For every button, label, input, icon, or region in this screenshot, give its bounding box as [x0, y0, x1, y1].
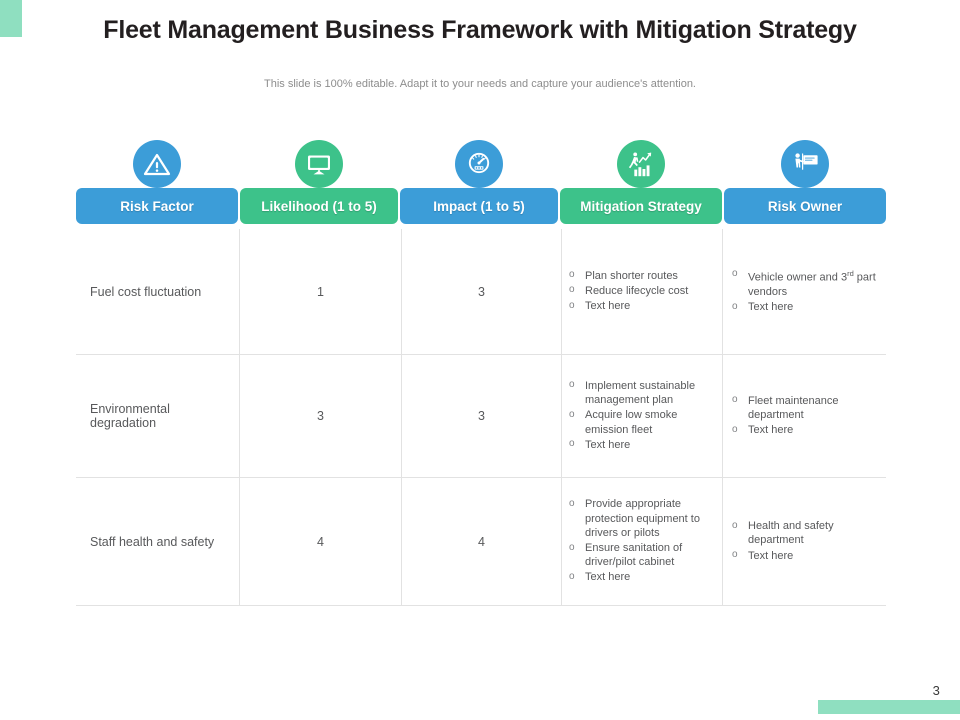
risk-owner-bullet-list: Fleet maintenance departmentText here	[731, 394, 876, 439]
cell-mitigation-strategy: Provide appropriate protection equipment…	[561, 478, 722, 605]
bullet-item: Reduce lifecycle cost	[568, 284, 688, 298]
column-header-label: Risk Owner	[768, 199, 842, 214]
cell-impact: 3	[401, 355, 561, 477]
bullet-item: Implement sustainable management plan	[568, 379, 712, 407]
bullet-item: Text here	[731, 549, 876, 563]
cell-mitigation-strategy: Implement sustainable management planAcq…	[561, 355, 722, 477]
bullet-item: Plan shorter routes	[568, 269, 688, 283]
table-header-band: Risk Factor Likelihood (1 to 5) Impact (…	[76, 140, 886, 228]
column-header-label: Risk Factor	[120, 199, 194, 214]
risk-owner-bullet-list: Vehicle owner and 3rd part vendorsText h…	[731, 267, 876, 315]
table-body: Fuel cost fluctuation13Plan shorter rout…	[76, 228, 886, 606]
cell-risk-owner: Fleet maintenance departmentText here	[722, 355, 886, 477]
bullet-item: Text here	[568, 570, 712, 584]
table-row: Fuel cost fluctuation13Plan shorter rout…	[76, 228, 886, 355]
growth-chart-person-icon	[617, 140, 665, 188]
cell-impact: 4	[401, 478, 561, 605]
bullet-item: Fleet maintenance department	[731, 394, 876, 422]
cell-likelihood: 1	[239, 229, 401, 354]
warning-triangle-icon	[133, 140, 181, 188]
risk-owner-bullet-list: Health and safety departmentText here	[731, 519, 876, 564]
column-header-1[interactable]: Risk Factor	[76, 188, 238, 224]
mitigation-bullet-list: Provide appropriate protection equipment…	[568, 497, 712, 585]
page-subtitle: This slide is 100% editable. Adapt it to…	[0, 78, 960, 90]
column-header-5[interactable]: Risk Owner	[724, 188, 886, 224]
cell-risk-owner: Vehicle owner and 3rd part vendorsText h…	[722, 229, 886, 354]
bullet-item: Text here	[731, 300, 876, 314]
cell-risk-owner: Health and safety departmentText here	[722, 478, 886, 605]
cell-risk-factor: Environmental degradation	[76, 355, 239, 477]
cell-likelihood: 4	[239, 478, 401, 605]
bullet-item: Acquire low smoke emission fleet	[568, 408, 712, 436]
column-header-label: Mitigation Strategy	[580, 199, 702, 214]
page-number: 3	[933, 683, 940, 698]
column-header-3[interactable]: Impact (1 to 5)	[400, 188, 558, 224]
bullet-item: Vehicle owner and 3rd part vendors	[731, 267, 876, 299]
bullet-item: Provide appropriate protection equipment…	[568, 497, 712, 540]
table-row: Environmental degradation33Implement sus…	[76, 355, 886, 478]
cell-risk-factor: Fuel cost fluctuation	[76, 229, 239, 354]
cell-impact: 3	[401, 229, 561, 354]
bullet-item: Text here	[568, 299, 688, 313]
presentation-screen-icon	[295, 140, 343, 188]
presenter-board-icon	[781, 140, 829, 188]
bullet-item: Ensure sanitation of driver/pilot cabine…	[568, 541, 712, 569]
bullet-item: Text here	[731, 423, 876, 437]
decorative-bar-bottom-right	[818, 700, 960, 714]
table-row: Staff health and safety44Provide appropr…	[76, 478, 886, 606]
column-header-2[interactable]: Likelihood (1 to 5)	[240, 188, 398, 224]
bullet-item: Text here	[568, 438, 712, 452]
cell-likelihood: 3	[239, 355, 401, 477]
bullet-item: Health and safety department	[731, 519, 876, 547]
cell-mitigation-strategy: Plan shorter routesReduce lifecycle cost…	[561, 229, 722, 354]
column-header-4[interactable]: Mitigation Strategy	[560, 188, 722, 224]
mitigation-bullet-list: Implement sustainable management planAcq…	[568, 379, 712, 453]
column-header-label: Likelihood (1 to 5)	[261, 199, 377, 214]
speedometer-icon	[455, 140, 503, 188]
cell-risk-factor: Staff health and safety	[76, 478, 239, 605]
mitigation-bullet-list: Plan shorter routesReduce lifecycle cost…	[568, 269, 688, 315]
column-header-label: Impact (1 to 5)	[433, 199, 525, 214]
page-title: Fleet Management Business Framework with…	[0, 16, 960, 45]
